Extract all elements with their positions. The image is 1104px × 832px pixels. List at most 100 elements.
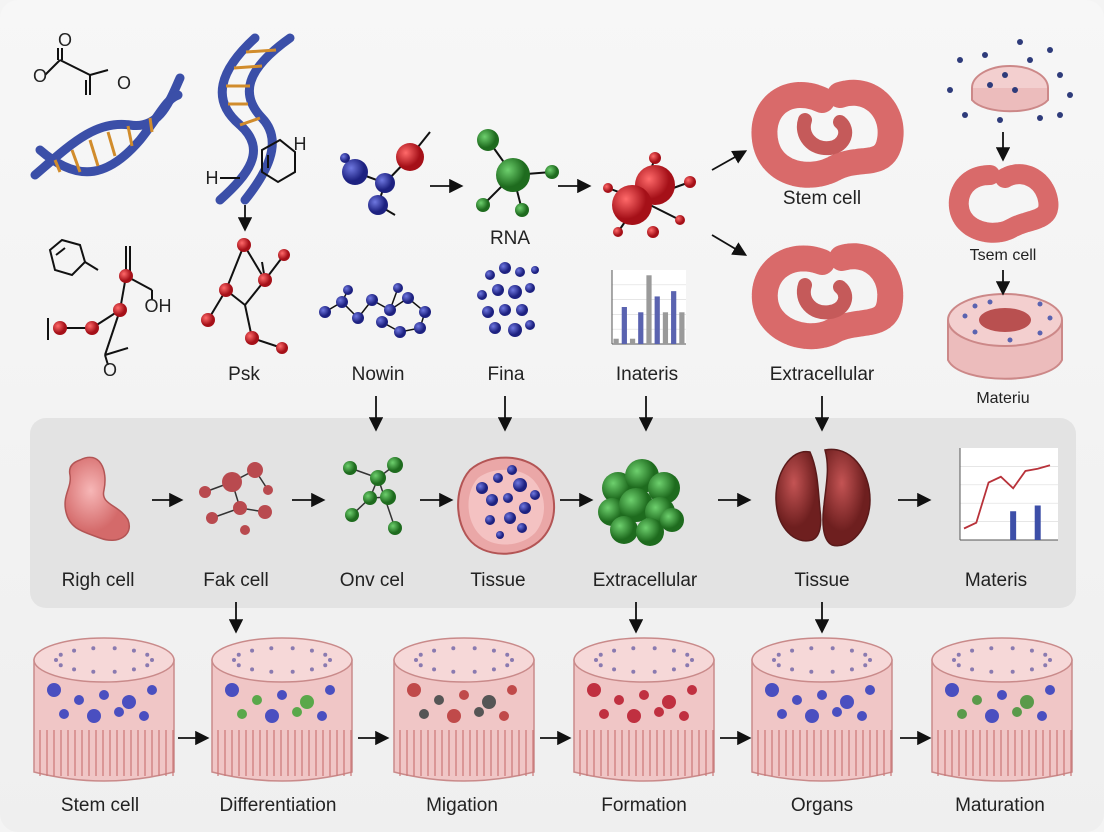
cylinder-pore bbox=[419, 653, 423, 657]
cell-disc-top-right bbox=[947, 39, 1073, 123]
atom-label-o-bottom: O bbox=[103, 360, 117, 381]
cylinder-pore bbox=[631, 646, 635, 650]
cylinder-pore bbox=[989, 670, 993, 674]
cylinder-pore bbox=[145, 653, 149, 657]
cylinder-cell bbox=[679, 711, 689, 721]
cylinder-cell bbox=[459, 690, 469, 700]
chart-bar bbox=[614, 339, 619, 344]
cylinder-pore bbox=[690, 658, 694, 662]
tissue-cylinders bbox=[34, 638, 1072, 781]
cylinder-pore bbox=[831, 670, 835, 674]
cylinder-pore bbox=[150, 658, 154, 662]
cylinder-cell bbox=[292, 707, 302, 717]
tissue-cylinder bbox=[574, 638, 714, 781]
atom-label-o3: O bbox=[117, 73, 131, 94]
cylinder-pore bbox=[310, 649, 314, 653]
chart-materis bbox=[960, 448, 1058, 540]
cylinder-cell bbox=[99, 690, 109, 700]
atom-label-ring-h: H bbox=[294, 134, 307, 155]
cylinder-pore bbox=[473, 646, 477, 650]
cylinder-cell bbox=[225, 683, 239, 697]
cylinder-cell bbox=[139, 711, 149, 721]
cylinder-cell bbox=[47, 683, 61, 697]
label-materiu: Materiu bbox=[976, 390, 1029, 408]
cylinder-cell bbox=[687, 685, 697, 695]
cylinder-pore bbox=[1043, 663, 1047, 667]
cylinder-pore bbox=[1043, 653, 1047, 657]
cylinder-cell bbox=[114, 707, 124, 717]
cylinder-pore bbox=[505, 653, 509, 657]
chart-bar bbox=[671, 291, 676, 344]
cylinder-cell bbox=[434, 695, 444, 705]
cylinder-pore bbox=[269, 646, 273, 650]
cylinder-pore bbox=[970, 649, 974, 653]
cylinder-pore bbox=[113, 670, 117, 674]
coiled-tissue-extracellular bbox=[765, 256, 890, 336]
label-extracellular-band: Extracellular bbox=[593, 570, 698, 592]
cylinder-pore bbox=[291, 646, 295, 650]
fak-cell-molecule bbox=[199, 462, 273, 535]
cylinder-pore bbox=[653, 670, 657, 674]
onv-cel-molecule bbox=[343, 457, 403, 535]
cylinder-pore bbox=[91, 670, 95, 674]
cylinder-pore bbox=[59, 663, 63, 667]
cylinder-pore bbox=[492, 649, 496, 653]
cylinder-cell bbox=[805, 709, 819, 723]
cylinder-cell bbox=[252, 695, 262, 705]
tissue-cylinder bbox=[932, 638, 1072, 781]
label-righ-cell: Righ cell bbox=[62, 570, 135, 592]
cylinder-pore bbox=[91, 646, 95, 650]
cylinder-pore bbox=[510, 658, 514, 662]
atom-label-o: O bbox=[33, 66, 47, 87]
label-rna: RNA bbox=[490, 228, 530, 250]
cylinder-pore bbox=[1030, 649, 1034, 653]
cylinder-pore bbox=[505, 663, 509, 667]
cylinder-cell bbox=[1037, 711, 1047, 721]
cylinder-pore bbox=[492, 667, 496, 671]
coiled-tissue-stem bbox=[764, 93, 890, 175]
molecule-blue-red bbox=[340, 132, 430, 215]
cylinder-pore bbox=[310, 667, 314, 671]
chem-ring-left bbox=[50, 240, 98, 275]
cylinder-cell bbox=[1012, 707, 1022, 717]
cylinder-cell bbox=[972, 695, 982, 705]
cylinder-pore bbox=[432, 667, 436, 671]
cylinder-cell bbox=[507, 685, 517, 695]
cylinder-pore bbox=[451, 646, 455, 650]
cylinder-pore bbox=[772, 658, 776, 662]
cylinder-cell bbox=[1045, 685, 1055, 695]
cylinder-pore bbox=[952, 658, 956, 662]
tissue-cylinder bbox=[212, 638, 352, 781]
chart-bar bbox=[630, 339, 635, 344]
cylinder-cell bbox=[792, 695, 802, 705]
cylinder-pore bbox=[599, 663, 603, 667]
cylinder-pore bbox=[414, 658, 418, 662]
cylinder-pore bbox=[1030, 667, 1034, 671]
cylinder-cell bbox=[627, 709, 641, 723]
cylinder-cell bbox=[614, 695, 624, 705]
label-psk: Psk bbox=[228, 364, 260, 386]
cylinder-cell bbox=[482, 695, 496, 709]
label-fak-cell: Fak cell bbox=[203, 570, 268, 592]
cylinder-cell bbox=[654, 707, 664, 717]
tissue-cylinder bbox=[394, 638, 534, 781]
cylinder-pore bbox=[328, 658, 332, 662]
chart-inateris bbox=[612, 270, 686, 344]
cylinder-pore bbox=[232, 658, 236, 662]
cylinder-pore bbox=[237, 663, 241, 667]
cylinder-pore bbox=[863, 653, 867, 657]
cylinder-pore bbox=[132, 667, 136, 671]
cylinder-pore bbox=[473, 670, 477, 674]
label-inateris: Inateris bbox=[616, 364, 678, 386]
molecule-psk bbox=[201, 238, 290, 354]
cylinder-cell bbox=[957, 709, 967, 719]
cylinder-pore bbox=[1011, 646, 1015, 650]
cylinder-cell bbox=[277, 690, 287, 700]
cylinder-pore bbox=[145, 663, 149, 667]
cylinder-pore bbox=[850, 649, 854, 653]
cylinder-cell bbox=[59, 709, 69, 719]
tissue-organ bbox=[776, 449, 870, 545]
cylinder-pore bbox=[269, 670, 273, 674]
cylinder-cell bbox=[474, 707, 484, 717]
cylinder-pore bbox=[777, 653, 781, 657]
